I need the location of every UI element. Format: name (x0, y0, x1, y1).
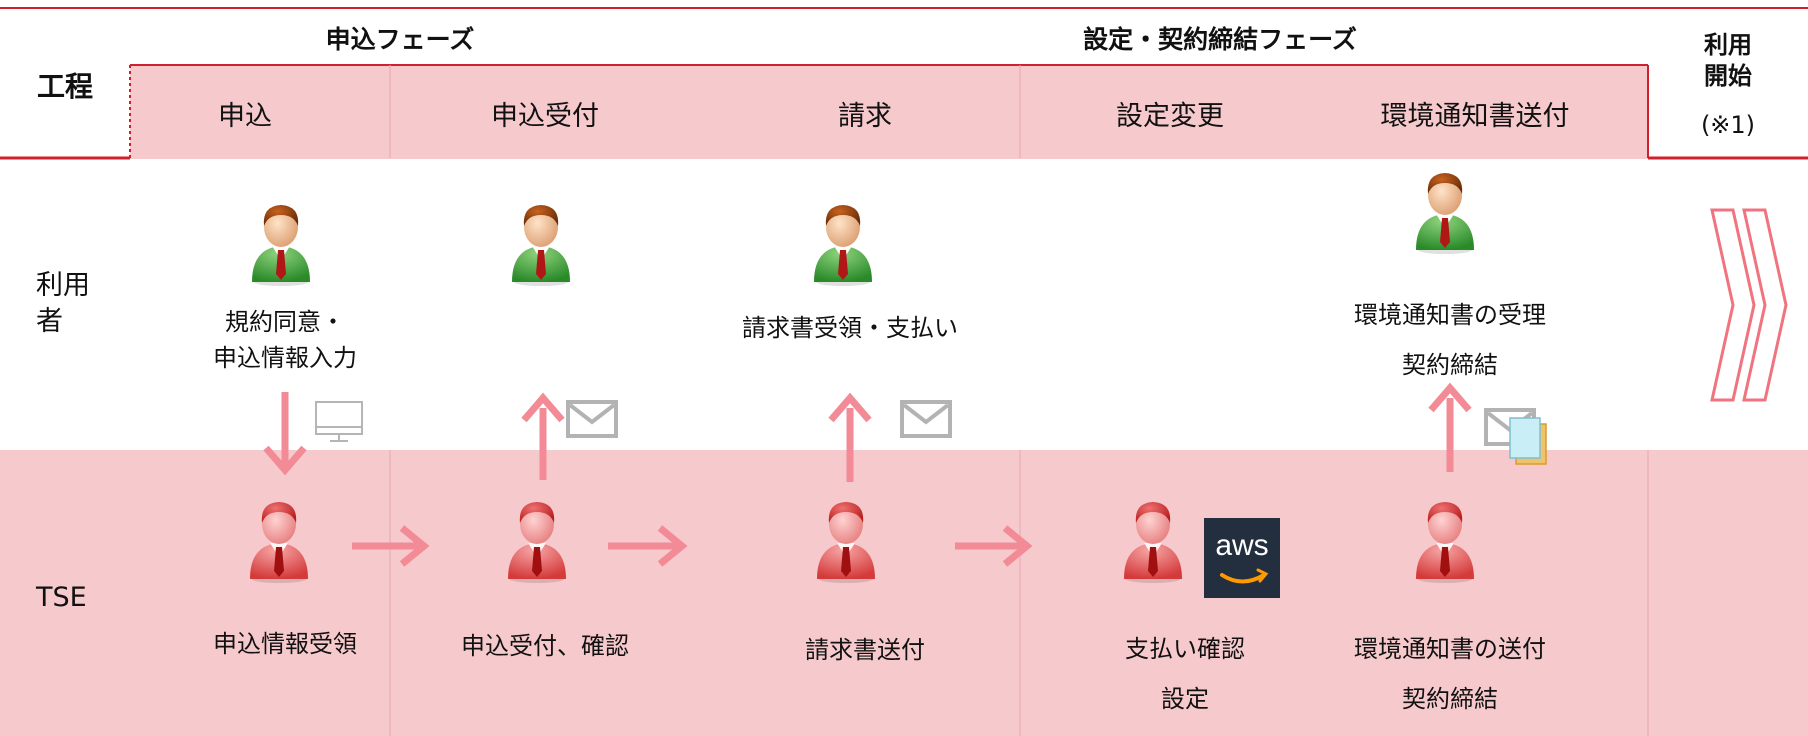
tse-band (0, 450, 1808, 736)
header-steps-band (130, 65, 1648, 159)
start-note: (※1) (1700, 111, 1756, 139)
step-label: 環境通知書送付 (1380, 100, 1570, 132)
aws-logo-text: aws (1215, 529, 1269, 562)
mail-icon (900, 400, 952, 438)
user-green-icon (252, 205, 310, 286)
user-action-notice: 環境通知書の受理 契約締結 (1354, 301, 1546, 379)
phase-setup-label: 設定・契約締結フェーズ (1083, 25, 1357, 54)
phase-application-label: 申込フェーズ (325, 25, 475, 54)
step-label: 申込受付 (491, 100, 599, 132)
user-green-icon (512, 205, 570, 286)
tse-action-pay-confirm: 支払い確認 設定 (1125, 635, 1245, 713)
user-action-consent: 規約同意・ 申込情報入力 (213, 308, 357, 372)
document-icon (1509, 417, 1547, 465)
step-label: 設定変更 (1116, 100, 1224, 132)
koutei-label: 工程 (36, 70, 93, 103)
tse-action-accept: 申込受付、確認 (461, 632, 629, 660)
vertical-arrows (263, 382, 1472, 482)
horizontal-arrows (352, 525, 1033, 567)
user-green-icon (814, 205, 872, 286)
row-label-tse: TSE (36, 582, 87, 613)
tse-action-send-invoice: 請求書送付 (805, 636, 925, 664)
user-green-icon (1416, 173, 1474, 254)
mail-icon (566, 400, 618, 438)
aws-logo (1204, 518, 1280, 598)
step-label: 請求 (838, 100, 892, 132)
tse-action-receive: 申込情報受領 (213, 630, 357, 658)
row-label-user: 利用 者 (36, 270, 90, 337)
monitor-icon (315, 401, 363, 442)
step-label: 申込 (218, 100, 272, 132)
user-action-invoice: 請求書受領・支払い (742, 314, 958, 342)
start-label: 利用 開始 (1704, 31, 1752, 90)
tse-action-send-notice: 環境通知書の送付 契約締結 (1354, 635, 1546, 713)
chevron-icon (1710, 208, 1788, 402)
